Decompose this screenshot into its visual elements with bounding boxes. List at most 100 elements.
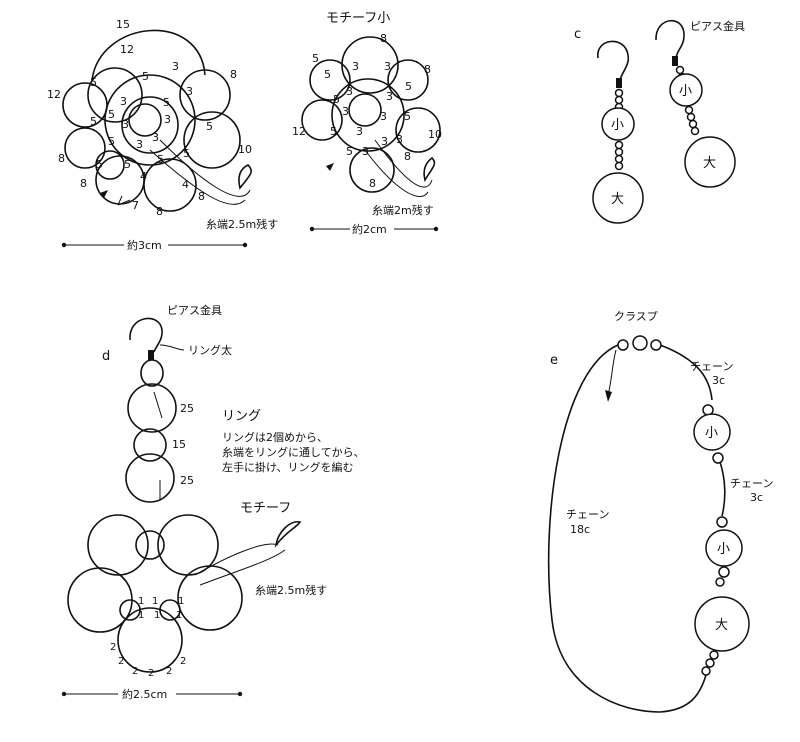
scale-2-5cm: 約2.5cm [61,687,243,701]
mD-n3: 1 [178,596,184,607]
mS-n23: 8 [404,150,411,163]
mD-n5: 1 [154,610,160,621]
thread-note-large: 糸端2.5m残す [206,217,278,231]
mS-n22: 10 [428,128,442,141]
mL-n2: 12 [120,43,134,56]
ring-d-n2: 15 [172,438,186,451]
chain2-label-a: チェーン [730,477,773,490]
mS-n5: 8 [424,63,431,76]
label-e: e [550,353,558,368]
ring-d-n3: 25 [180,474,194,487]
hook-label-c: ピアス金具 [690,19,745,33]
mS-n4: 3 [384,60,391,73]
mS-n9: 3 [386,90,393,103]
mL-n25: 4 [182,178,189,191]
ring-note-2: 糸端をリングに通してから、 [222,445,365,459]
bead-small-c-left: 小 [611,118,624,133]
mL-n3: 12 [47,88,61,101]
mL-n28: 8 [198,190,205,203]
scale-3cm: 約3cm [61,238,248,252]
mS-n8: 3 [346,85,353,98]
mL-n20: 8 [58,152,65,165]
mL-n4: 8 [230,68,237,81]
ring-d-n1: 25 [180,402,194,415]
chain2-label-b: 3c [750,491,763,504]
chain1-label-a: チェーン [690,360,733,373]
bracelet-e: 小 小 大 [547,335,750,713]
mL-n10: 5 [108,108,115,121]
mL-n18: 5 [183,147,190,160]
label-c: c [574,27,581,42]
mD-n12: 2 [180,656,186,667]
mL-n5: 5 [90,76,97,89]
clasp-label: クラスプ [614,310,658,323]
hook-label-d: ピアス金具 [167,303,222,317]
size-label-2-5cm: 約2.5cm [122,687,167,701]
mD-n7: 2 [110,642,116,653]
mL-n29: 7 [132,199,139,212]
chain3-label-a: チェーン [566,508,609,521]
mL-n14: 3 [122,118,129,131]
motif-label-d: モチーフ [240,501,291,516]
bead-large-c-left: 大 [611,192,624,207]
mL-n15: 3 [164,113,171,126]
chain1-label-b: 3c [712,374,725,387]
mL-n22: 10 [238,143,252,156]
scale-2cm: 約2cm [309,222,439,236]
mS-n16: 5 [330,125,337,138]
ring-note-1: リングは2個めから、 [222,430,328,444]
mL-n19: 5 [108,135,115,148]
mD-n9: 2 [132,666,138,677]
earring-d [125,317,185,503]
mD-n8: 2 [118,656,124,667]
mL-n7: 3 [172,60,179,73]
mL-n1: 15 [116,18,130,31]
mL-n8: 3 [186,85,193,98]
mD-n10: 2 [148,668,154,679]
mS-n10: 3 [342,105,349,118]
ring-numbers-d: 25 15 25 [172,402,194,487]
mL-n23: 5 [96,158,103,171]
mD-n1: 1 [138,596,144,607]
mD-n2: 1 [152,596,158,607]
mL-n30: 8 [156,205,163,218]
mS-n7: 5 [405,80,412,93]
bead-small-e-1: 小 [705,426,718,441]
ring-title: リング [222,409,261,424]
mS-n21: 8 [369,177,376,190]
mS-n13: 5 [333,93,340,106]
mL-n6: 5 [142,70,149,83]
mL-n27: 5 [157,153,164,166]
earring-c-left: 小 大 [592,40,644,224]
earring-c-right: 小 大 [655,19,736,188]
label-d: d [102,349,110,364]
chain3-label-b: 18c [570,523,590,536]
mL-n16: 3 [152,131,159,144]
size-label-3cm: 約3cm [127,238,162,252]
bead-large-e: 大 [715,618,728,633]
motif-d-numbers: 1 1 1 1 1 1 2 2 2 2 2 2 [110,596,186,679]
mL-n13: 3 [120,95,127,108]
bead-small-c-right: 小 [679,84,692,99]
motif-d [67,514,302,673]
mL-n24: 5 [124,158,131,171]
mS-n14: 5 [404,110,411,123]
mS-n17: 3 [362,145,369,158]
motif-small [301,36,441,197]
mL-n9: 5 [90,115,97,128]
mS-n6: 5 [324,68,331,81]
motif-small-title: モチーフ小 [326,11,390,26]
mS-n3: 3 [352,60,359,73]
mL-n12: 5 [163,96,170,109]
motif-large-numbers: 15 12 12 8 5 5 3 3 5 5 5 5 3 3 3 3 3 5 5… [47,18,252,218]
mS-n18: 3 [381,135,388,148]
mS-n1: 8 [380,32,387,45]
mS-n15: 12 [292,125,306,138]
mD-n11: 2 [166,666,172,677]
mL-n26: 4 [140,170,147,183]
mL-n11: 5 [206,120,213,133]
thread-note-d: 糸端2.5m残す [255,583,327,597]
mS-n20: 3 [396,133,403,146]
motif-large [62,29,252,212]
